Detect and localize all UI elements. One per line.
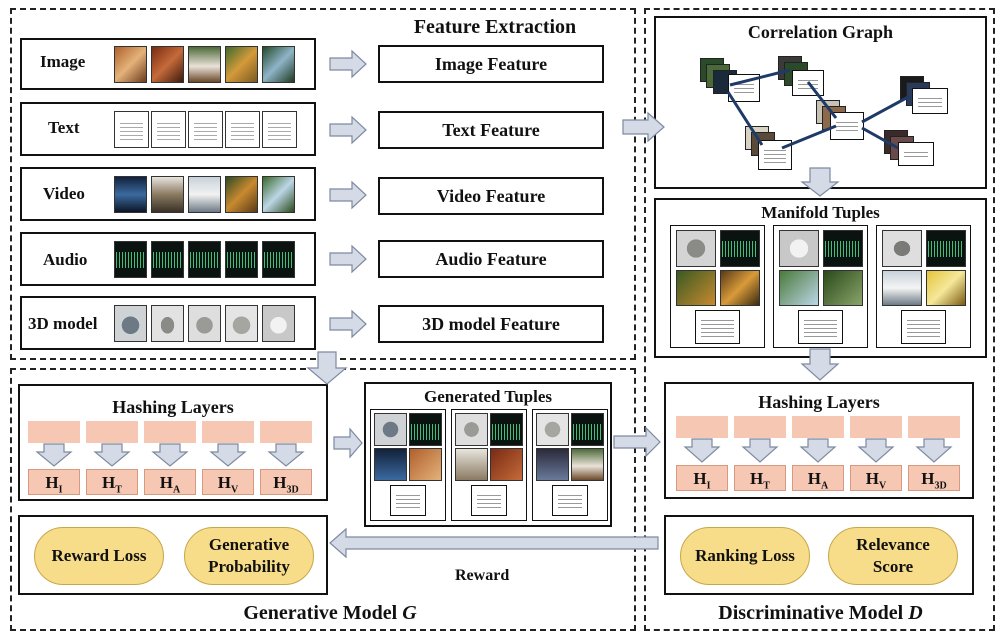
g-hash-code-t: HT bbox=[86, 469, 138, 495]
g-hash-input-1 bbox=[28, 421, 80, 443]
row-label-video: Video bbox=[43, 184, 85, 203]
relevance-score-line-1: Relevance bbox=[856, 535, 930, 554]
d-hash-code-i: HI bbox=[676, 465, 728, 491]
generated-tuples-title: Generated Tuples bbox=[424, 387, 552, 406]
g-hash-input-2 bbox=[86, 421, 138, 443]
d-hash-code-a: HA bbox=[792, 465, 844, 491]
d-hash-code-v: HV bbox=[850, 465, 902, 491]
d-hash-code-3d: H3D bbox=[908, 465, 960, 491]
d-hash-input-3 bbox=[792, 416, 844, 438]
thumb-image-horse bbox=[151, 46, 184, 83]
feature-extraction-title: Feature Extraction bbox=[413, 16, 577, 38]
row-label-3d: 3D model bbox=[28, 314, 98, 333]
thumb-audio-1 bbox=[114, 241, 147, 278]
feature-label-video: Video Feature bbox=[436, 186, 546, 206]
row-label-text: Text bbox=[48, 118, 80, 137]
thumb-text-4 bbox=[225, 111, 260, 148]
discriminative-hashing-title: Hashing Layers bbox=[758, 392, 880, 412]
thumb-3d-bird bbox=[262, 305, 295, 342]
thumb-video-5 bbox=[262, 176, 295, 213]
thumb-audio-4 bbox=[225, 241, 258, 278]
g-hash-code-v: HV bbox=[202, 469, 254, 495]
g-hash-input-3 bbox=[144, 421, 196, 443]
thumb-text-1 bbox=[114, 111, 149, 148]
thumb-image-dog bbox=[114, 46, 147, 83]
correlation-graph-title: Correlation Graph bbox=[747, 22, 894, 42]
d-hash-code-t: HT bbox=[734, 465, 786, 491]
manifold-tuples-title: Manifold Tuples bbox=[761, 203, 880, 222]
thumb-3d-wolf bbox=[188, 305, 221, 342]
feature-box-3d bbox=[378, 305, 604, 343]
d-hash-input-5 bbox=[908, 416, 960, 438]
discriminative-model-label: Discriminative Model D bbox=[718, 602, 923, 624]
thumb-audio-5 bbox=[262, 241, 295, 278]
d-hash-input-4 bbox=[850, 416, 902, 438]
thumb-video-1 bbox=[114, 176, 147, 213]
d-hash-input-2 bbox=[734, 416, 786, 438]
thumb-3d-tiger bbox=[225, 305, 258, 342]
ranking-loss-pill: Ranking Loss bbox=[680, 527, 810, 585]
feature-label-audio: Audio Feature bbox=[435, 249, 547, 269]
thumb-3d-helicopter bbox=[151, 305, 184, 342]
relevance-score-line-2: Score bbox=[872, 557, 914, 576]
feature-box-text bbox=[378, 111, 604, 149]
thumb-video-4 bbox=[225, 176, 258, 213]
generative-model-label: Generative Model G bbox=[243, 602, 417, 624]
thumb-image-bird bbox=[262, 46, 295, 83]
discriminative-model-region bbox=[644, 8, 995, 631]
relevance-score-pill: Relevance Score bbox=[828, 527, 958, 585]
feature-box-video bbox=[378, 177, 604, 215]
g-hash-code-3d: H3D bbox=[260, 469, 312, 495]
feature-label-3d: 3D model Feature bbox=[422, 314, 560, 334]
thumb-video-3 bbox=[188, 176, 221, 213]
generative-probability-line-2: Probability bbox=[208, 557, 290, 576]
generative-probability-pill: Generative Probability bbox=[184, 527, 314, 585]
thumb-video-2 bbox=[151, 176, 184, 213]
flow-arrows bbox=[35, 49, 953, 559]
feature-label-text: Text Feature bbox=[442, 120, 540, 140]
correlation-graph-edges bbox=[726, 68, 911, 150]
feature-box-image bbox=[378, 45, 604, 83]
thumb-audio-2 bbox=[151, 241, 184, 278]
reward-loss-pill: Reward Loss bbox=[34, 527, 164, 585]
row-label-audio: Audio bbox=[43, 250, 88, 269]
d-hash-input-1 bbox=[676, 416, 728, 438]
thumb-audio-3 bbox=[188, 241, 221, 278]
generative-hashing-title: Hashing Layers bbox=[112, 397, 234, 417]
g-hash-code-a: HA bbox=[144, 469, 196, 495]
g-hash-input-5 bbox=[260, 421, 312, 443]
generative-probability-line-1: Generative bbox=[208, 535, 290, 554]
reward-label: Reward bbox=[455, 567, 510, 584]
thumb-image-horses bbox=[188, 46, 221, 83]
feature-box-audio bbox=[378, 240, 604, 278]
thumb-text-5 bbox=[262, 111, 297, 148]
thumb-text-3 bbox=[188, 111, 223, 148]
row-label-image: Image bbox=[40, 52, 86, 71]
g-hash-code-i: HI bbox=[28, 469, 80, 495]
g-hash-input-4 bbox=[202, 421, 254, 443]
thumb-3d-dog bbox=[114, 305, 147, 342]
thumb-image-tiger bbox=[225, 46, 258, 83]
thumb-text-2 bbox=[151, 111, 186, 148]
feature-label-image: Image Feature bbox=[434, 54, 548, 74]
